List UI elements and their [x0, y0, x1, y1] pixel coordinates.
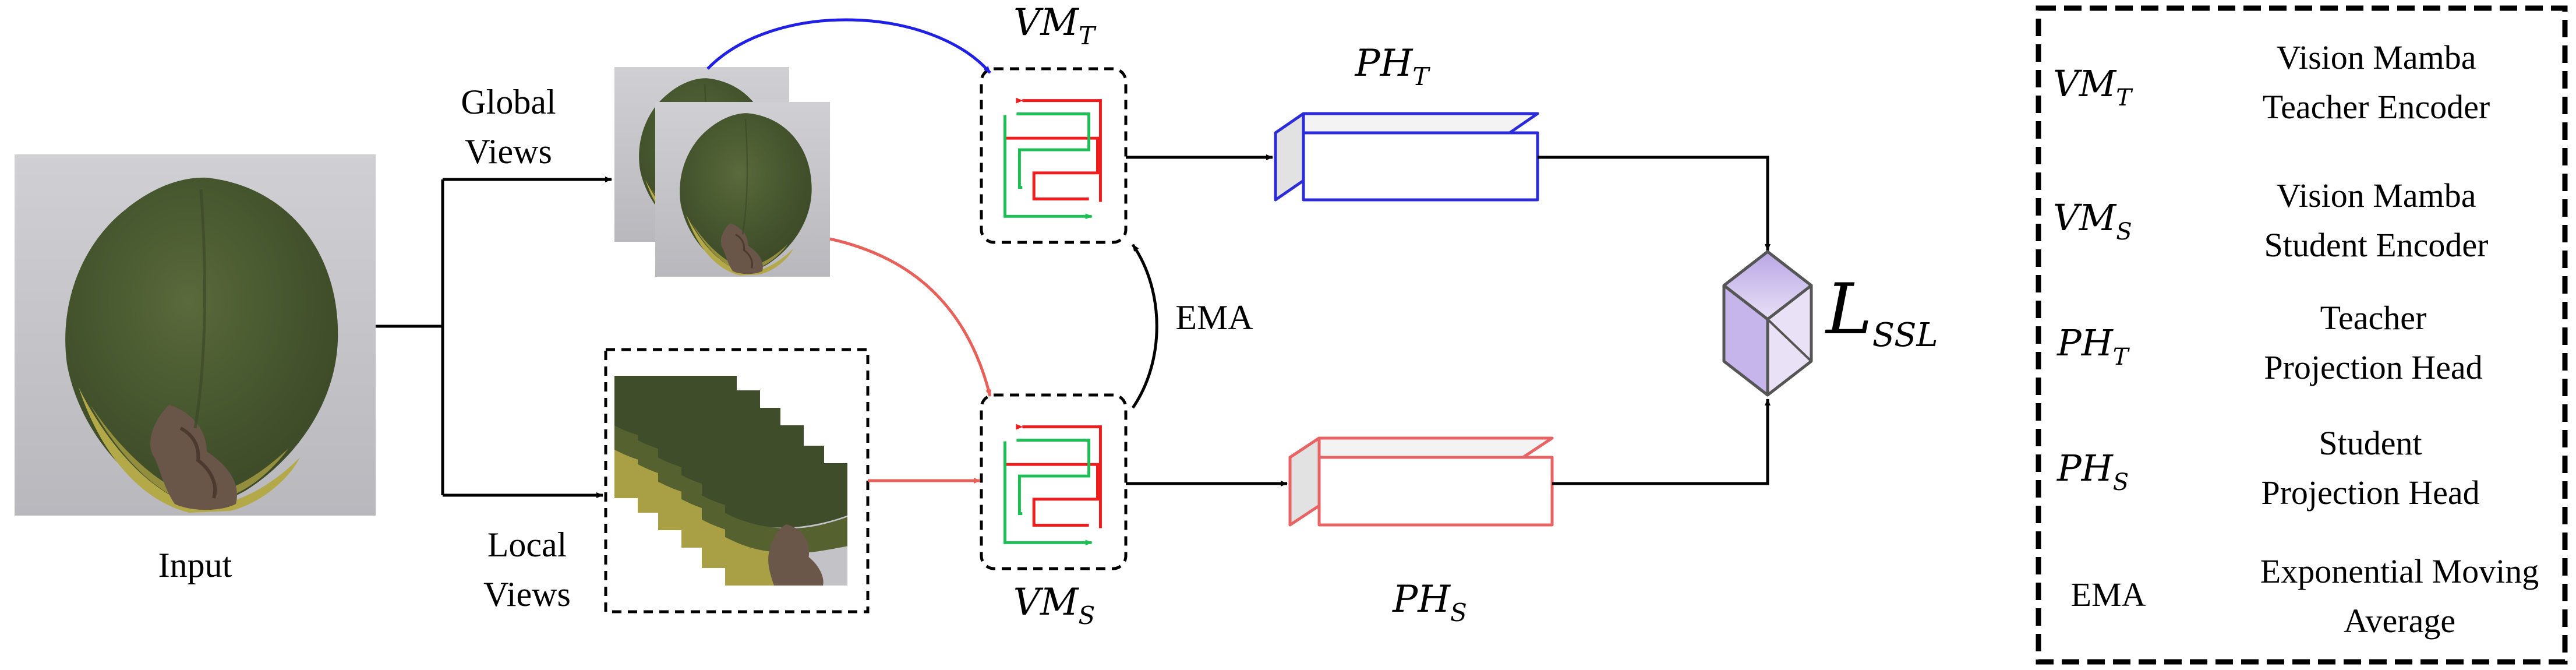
ema-arrow: [1131, 244, 1158, 409]
legend-description-line2: Projection Head: [2261, 474, 2479, 512]
teacher-head-label: PHT: [1355, 42, 1431, 91]
local-view-crops: [614, 376, 847, 586]
legend-description-line2: Average: [2344, 602, 2455, 640]
global-views-label-line2: Views: [465, 132, 552, 171]
loss-block: [1722, 250, 1813, 397]
teacher-encoder-box: [980, 67, 1128, 244]
local-views-label-line1: Local: [487, 526, 567, 564]
global-to-teacher-arrow: [706, 18, 991, 74]
legend-item-ph-student: PHS Student Projection Head: [2056, 424, 2480, 512]
student-encoder-scan-icon: [1005, 427, 1101, 543]
legend-item-vm-teacher: VMT Vision Mamba Teacher Encoder: [2053, 38, 2490, 126]
teacher-encoder-scan-icon: [1005, 101, 1101, 217]
student-encoder-box: [980, 393, 1128, 570]
legend-description-line1: Vision Mamba: [2277, 38, 2476, 76]
legend-description-line1: Teacher: [2320, 299, 2427, 337]
legend-description-line1: Vision Mamba: [2277, 177, 2476, 214]
student-projection-head: [1288, 436, 1554, 527]
legend-description-line1: Student: [2319, 424, 2422, 462]
student-encoder-label: VMS: [1013, 581, 1096, 630]
input-label: Input: [158, 546, 232, 584]
legend-symbol: PHT: [2056, 322, 2130, 371]
legend-symbol: PHS: [2056, 447, 2129, 496]
legend-description-line2: Projection Head: [2264, 348, 2482, 386]
input-split-connector: [376, 177, 612, 498]
global-to-student-arrow: [829, 237, 992, 397]
legend-description-line1: Exponential Moving: [2260, 552, 2539, 590]
ema-label: EMA: [1175, 298, 1253, 337]
heads-to-loss-connectors: [1538, 156, 1771, 485]
legend-item-ph-teacher: PHT Teacher Projection Head: [2056, 299, 2483, 386]
local-view-crop-6: [725, 463, 847, 586]
global-view-crop-2: [654, 102, 831, 277]
legend-symbol: EMA: [2071, 576, 2146, 613]
legend-item-vm-student: VMS Vision Mamba Student Encoder: [2053, 177, 2488, 264]
input-image: [15, 154, 376, 516]
legend-description-line2: Teacher Encoder: [2263, 88, 2490, 126]
student-head-label: PHS: [1392, 578, 1467, 627]
legend-symbol: VMS: [2053, 196, 2132, 245]
legend-box: [2036, 5, 2568, 665]
loss-label: LSSL: [1825, 269, 1938, 354]
legend-description-line2: Student Encoder: [2264, 226, 2489, 264]
legend-symbol: VMT: [2053, 62, 2133, 111]
global-view-crops: [613, 67, 831, 277]
teacher-projection-head: [1274, 112, 1539, 202]
local-views-label-line2: Views: [483, 575, 571, 613]
global-views-label-line1: Global: [461, 83, 556, 121]
legend-item-ema: EMA Exponential Moving Average: [2071, 552, 2539, 640]
teacher-encoder-label: VMT: [1013, 1, 1097, 50]
